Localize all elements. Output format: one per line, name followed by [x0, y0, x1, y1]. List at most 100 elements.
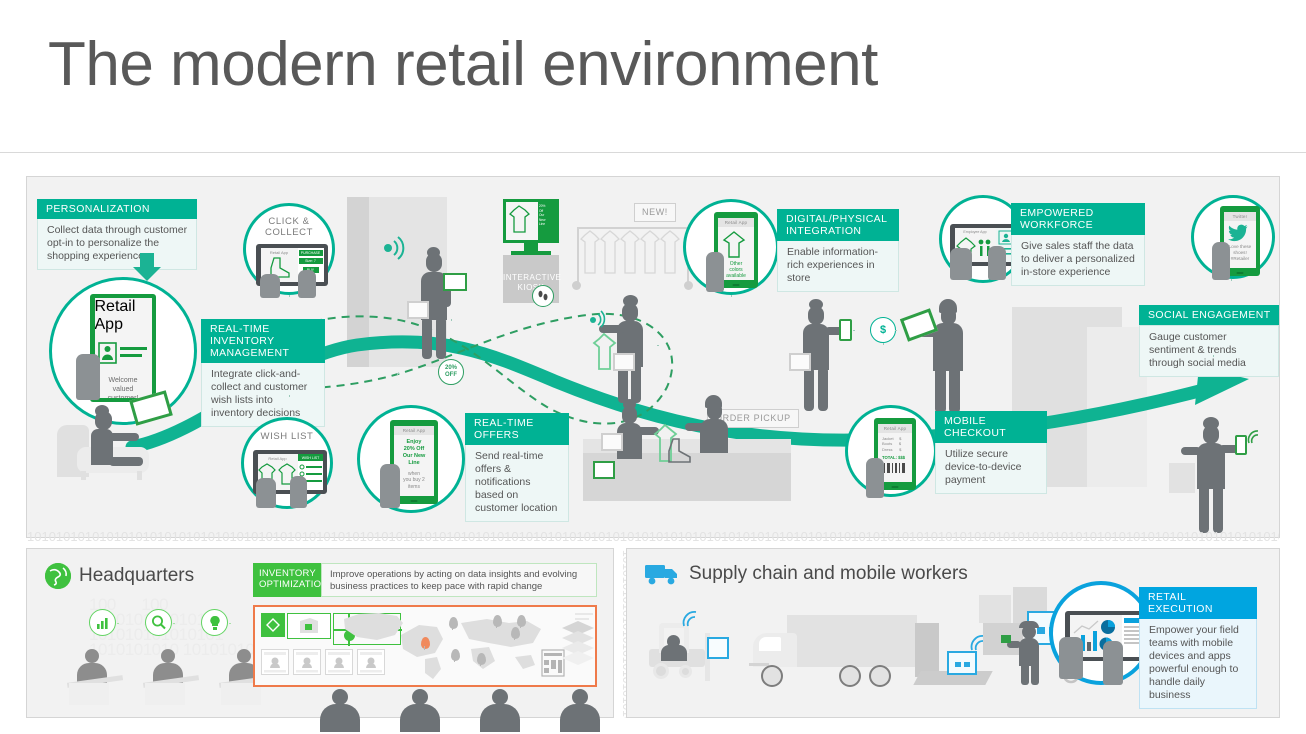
- diamond-icon-svg: [266, 618, 280, 632]
- callout-personalization-head: PERSONALIZATION: [37, 199, 197, 219]
- node-click-and-collect[interactable]: CLICK & COLLECT Retail App PURCHASE Size…: [243, 203, 335, 298]
- shopper-leg-left: [422, 317, 432, 359]
- re-line-5: [1123, 641, 1141, 644]
- boot-icon: [270, 257, 290, 278]
- node-digital-physical[interactable]: Retail App Other colors available: [683, 199, 779, 295]
- shopper-holding-shirt: [587, 295, 667, 405]
- tablet-retail-execution[interactable]: [1065, 611, 1147, 661]
- callout-real-time-offers[interactable]: REAL-TIME OFFERS Send real-time offers &…: [465, 413, 569, 522]
- checkout-total: TOTAL: $$$: [882, 455, 906, 460]
- callout-empowered-workforce[interactable]: EMPOWERED WORKFORCE Give sales staff the…: [1011, 203, 1145, 286]
- exiting-phone: [1235, 435, 1247, 455]
- worker-hat: [1019, 621, 1039, 628]
- customer-leg: [109, 457, 143, 466]
- smart-box-1-chip-b: [964, 662, 970, 667]
- analyst-1: [66, 649, 127, 709]
- worker-leg-right: [1031, 663, 1039, 685]
- map-pin-americas: [421, 637, 430, 650]
- hand-icon: [76, 354, 100, 400]
- box-icon: [300, 618, 318, 633]
- hanging-shirts-icon: [580, 230, 680, 274]
- pickup-customer: [601, 399, 667, 459]
- inventory-dashboard[interactable]: [253, 605, 597, 687]
- shopper2-leg-right: [631, 363, 641, 403]
- callout-mobile-checkout[interactable]: MOBILE CHECKOUT Utilize secure device-to…: [935, 411, 1047, 494]
- wifi-icon: [384, 236, 405, 260]
- callout-social-engagement[interactable]: SOCIAL ENGAGEMENT Gauge customer sentime…: [1139, 305, 1279, 377]
- callout-personalization[interactable]: PERSONALIZATION Collect data through cus…: [37, 199, 197, 270]
- shopper3-hair: [809, 299, 823, 310]
- callout-real-time-inventory[interactable]: REAL-TIME INVENTORY MANAGEMENT Integrate…: [201, 319, 325, 427]
- hand-icon-ew-right: [988, 246, 1006, 280]
- phone-real-time-offers[interactable]: Retail App Enjoy 20% Off Our New Line wh…: [390, 420, 438, 504]
- re-line-2: [1123, 629, 1141, 632]
- forklift-wheel-left: [653, 663, 669, 679]
- stacked-box-1: [979, 595, 1011, 623]
- shopping-bag: [1169, 463, 1195, 493]
- pickup-cust-arm: [637, 427, 659, 435]
- exiting-head: [1203, 425, 1219, 444]
- kiosk-neck: [524, 243, 538, 251]
- callout-retail-execution[interactable]: RETAIL EXECUTION Empower your field team…: [1139, 587, 1257, 709]
- chart-icon[interactable]: [89, 609, 116, 636]
- node-real-time-offers[interactable]: Retail App Enjoy 20% Off Our New Line wh…: [357, 405, 465, 513]
- armchair-leg-right: [137, 471, 142, 480]
- callout-digital-physical[interactable]: DIGITAL/PHYSICAL INTEGRATION Enable info…: [777, 209, 899, 292]
- customer-torso: [91, 429, 113, 465]
- hand-icon-offers: [380, 464, 400, 508]
- shopping-basket: [407, 301, 429, 319]
- purchase-button[interactable]: PURCHASE: [298, 250, 323, 256]
- checkout-items: Jacket $Boots $Dress $: [882, 435, 902, 452]
- node-social-engagement[interactable]: Twitter Love these shoes! #Retailer: [1191, 195, 1275, 280]
- social-post-text: Love these shoes! #Retailer: [1228, 243, 1252, 261]
- hand-icon-wl-right: [290, 476, 307, 508]
- staff-silhouette-3: [477, 689, 523, 732]
- layers-icon: [562, 621, 594, 665]
- shopper3-leg-left: [804, 367, 814, 411]
- tablet-personalization[interactable]: Retail App Welcome valued customer!: [90, 294, 156, 402]
- smart-box-1[interactable]: [947, 651, 977, 675]
- hand-icon-right: [298, 270, 316, 298]
- tablet-personalization-screen: Retail App Welcome valued customer!: [94, 298, 152, 398]
- thumbnail-card-3: [325, 649, 353, 675]
- thumbnail-card-2: [293, 649, 321, 675]
- worker-head: [1022, 625, 1036, 639]
- pickup-staff-arm: [685, 423, 707, 431]
- green-shirt-icon: [592, 332, 617, 370]
- footsteps-icon: [538, 290, 548, 301]
- hand-icon-re-right: [1103, 641, 1123, 685]
- retail-app-label-offers: Retail App: [394, 425, 434, 435]
- analyst-2-desk-body: [145, 683, 185, 705]
- node-retail-execution[interactable]: [1049, 581, 1153, 685]
- phone-dp-home: [732, 283, 740, 286]
- connector-inventory-wishlist: [289, 395, 290, 419]
- boot-on-counter-icon: [668, 438, 691, 463]
- phone-mobile-checkout[interactable]: Retail App Jacket $Boots $Dress $ TOTAL:…: [874, 418, 916, 490]
- retail-app-label: Retail App: [94, 298, 136, 333]
- node-wish-list[interactable]: WISH LIST Retail App WISH LIST: [241, 417, 333, 509]
- hand-icon-checkout: [866, 458, 884, 498]
- pickup-cust-basket: [601, 433, 623, 451]
- dashboard-tile-1: [287, 613, 331, 639]
- node-personalization[interactable]: Retail App Welcome valued customer!: [49, 277, 197, 425]
- size-selector[interactable]: Size: 7: [298, 258, 323, 264]
- callout-retail-execution-head: RETAIL EXECUTION: [1139, 587, 1257, 619]
- lightbulb-icon[interactable]: [201, 609, 228, 636]
- rail-foot-right: [684, 281, 693, 290]
- search-icon-svg: [152, 615, 166, 630]
- re-panel-title: [1123, 618, 1141, 623]
- node-mobile-checkout[interactable]: Retail App Jacket $Boots $Dress $ TOTAL:…: [845, 405, 937, 498]
- node-empowered-workforce[interactable]: Employee App: [939, 195, 1027, 283]
- forklift-cage: [659, 623, 689, 653]
- phone-social[interactable]: Twitter Love these shoes! #Retailer: [1220, 206, 1260, 276]
- callout-personalization-body: Collect data through customer opt-in to …: [37, 219, 197, 270]
- wish-list-header: WISH LIST: [297, 454, 323, 461]
- associate-leg-left: [935, 367, 946, 413]
- profile-icon: [98, 342, 147, 364]
- re-line-3: [1123, 633, 1141, 636]
- connector-dollar-down: [883, 343, 884, 405]
- headquarters-panel: Headquarters 100 100 1010101010101 10101…: [26, 548, 614, 732]
- search-icon[interactable]: [145, 609, 172, 636]
